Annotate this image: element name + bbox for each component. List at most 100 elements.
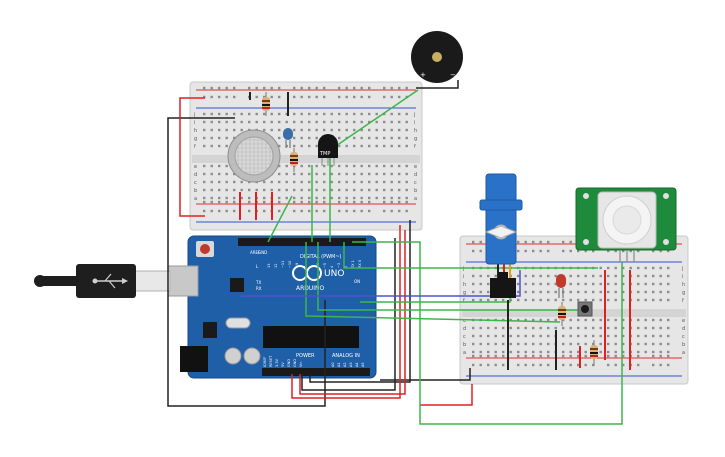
potentiometer-body[interactable] [490, 278, 516, 298]
breadboard-hole [330, 172, 333, 176]
breadboard-hole [622, 326, 625, 330]
rail-hole [225, 95, 228, 99]
wire-black-3[interactable] [309, 220, 411, 383]
breadboard-hole [569, 290, 572, 294]
rail-hole [353, 209, 356, 213]
wire-servo-signal[interactable] [240, 270, 521, 297]
resistor-left-1[interactable] [262, 92, 270, 116]
resistor-right-2[interactable] [590, 340, 598, 366]
breadboard-hole [607, 326, 610, 330]
breadboard-hole [659, 318, 662, 322]
rail-hole [368, 200, 371, 204]
pushbutton[interactable] [577, 301, 593, 317]
arduino-uno[interactable]: ARDUINO UNO DIGITAL (PWM~) POWER ANALOG … [167, 235, 377, 379]
rail-hole [592, 249, 595, 253]
rail-hole [368, 209, 371, 213]
breadboard-hole [562, 326, 565, 330]
breadboard-hole [383, 196, 386, 200]
tmp-sensor-body[interactable] [318, 134, 338, 158]
rail-hole [569, 249, 572, 253]
breadboard-hole [487, 274, 490, 278]
breadboard-hole [233, 136, 236, 140]
pir-sensor[interactable] [575, 187, 677, 262]
piezo-buzzer[interactable]: + − [411, 31, 463, 83]
breadboard-hole [308, 112, 311, 116]
servo-motor[interactable] [479, 173, 523, 265]
gas-sensor[interactable] [227, 129, 281, 183]
wire-black-4[interactable] [380, 368, 471, 381]
wire-green-pir[interactable] [343, 242, 598, 269]
breadboard-hole [383, 112, 386, 116]
breadboard-hole [405, 196, 408, 200]
resistor-left-2[interactable] [290, 148, 298, 172]
arduino-pin-label: 3.3V [275, 358, 279, 367]
breadboard-hole [637, 342, 640, 346]
wire-black-1[interactable] [167, 117, 326, 407]
breadboard-hole [323, 188, 326, 192]
breadboard-hole [547, 318, 550, 322]
rail-hole [360, 209, 363, 213]
breadboard-hole [323, 120, 326, 124]
breadboard-hole [225, 120, 228, 124]
rail-hole [293, 86, 296, 90]
breadboard-hole [614, 342, 617, 346]
breadboard-hole [532, 334, 535, 338]
breadboard-hole [390, 172, 393, 176]
breadboard-hole [599, 334, 602, 338]
wire-green-button[interactable] [317, 242, 578, 311]
breadboard-hole [539, 282, 542, 286]
wire-green-led[interactable] [305, 242, 561, 323]
wire-black-buzzer[interactable] [416, 80, 459, 89]
breadboard-hole [203, 172, 206, 176]
rail-hole [659, 249, 662, 253]
breadboard-hole [203, 180, 206, 184]
rail-hole [293, 95, 296, 99]
wire-red-rail[interactable] [179, 97, 205, 217]
led-blue[interactable] [283, 128, 293, 148]
breadboard-hole [375, 136, 378, 140]
usb-chip [230, 278, 244, 292]
breadboard-hole [338, 112, 341, 116]
reset-button-cap[interactable] [200, 244, 210, 254]
led-red-body[interactable] [556, 274, 566, 288]
usb-cable-strain [40, 276, 78, 286]
breadboard-hole [338, 196, 341, 200]
breadboard-hole [569, 298, 572, 302]
rail-hole [637, 354, 640, 358]
breadboard-hole [607, 290, 610, 294]
wire-green-pir-out[interactable] [352, 241, 623, 425]
breadboard-hole [278, 180, 281, 184]
breadboard-hole [240, 196, 243, 200]
wire-black-2[interactable] [301, 238, 396, 391]
breadboard-hole [614, 326, 617, 330]
breadboard-hole [218, 164, 221, 168]
breadboard-hole [577, 274, 580, 278]
wire-red-right[interactable] [420, 384, 473, 406]
rail-hole [278, 86, 281, 90]
resistor-right-1[interactable] [558, 302, 566, 326]
tmp-sensor-label: TMP [319, 151, 330, 157]
tmp-sensor[interactable]: TMP [318, 134, 338, 166]
led-red[interactable] [556, 274, 566, 298]
breadboard-hole [569, 274, 572, 278]
breadboard-hole [554, 318, 557, 322]
rail-hole [622, 363, 625, 367]
breadboard-hole [479, 350, 482, 354]
wire-red-5v[interactable] [291, 225, 401, 399]
rail-hole [308, 209, 311, 213]
breadboard-hole [569, 342, 572, 346]
breadboard-hole [607, 274, 610, 278]
wire-green-1[interactable] [267, 195, 293, 243]
led-blue-body[interactable] [283, 128, 293, 140]
breadboard-hole [210, 144, 213, 148]
wire-red-2[interactable] [299, 230, 406, 395]
pushbutton-cap[interactable] [581, 305, 589, 313]
breadboard-hole [652, 266, 655, 270]
potentiometer[interactable] [490, 272, 516, 298]
servo-body[interactable] [485, 173, 517, 265]
breadboard-row-label: b [414, 188, 417, 194]
capacitor-1 [224, 347, 242, 365]
digital-header [238, 238, 366, 246]
potentiometer-knob[interactable] [498, 272, 508, 278]
